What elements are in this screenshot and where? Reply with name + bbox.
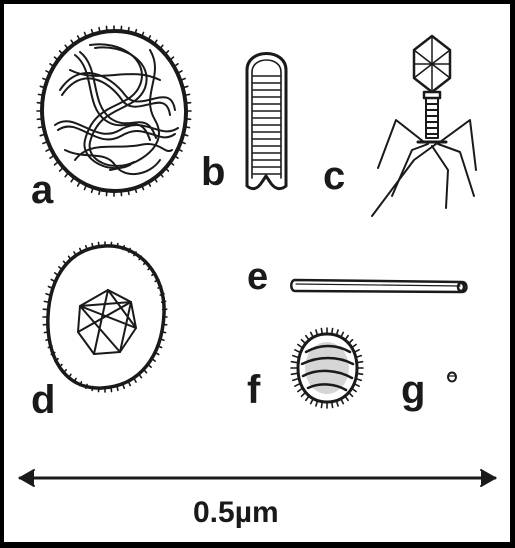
- virus-d-capsid: [78, 290, 136, 354]
- virus-c-bacteriophage: [372, 36, 476, 216]
- label-b: b: [201, 152, 225, 192]
- label-c: c: [323, 156, 345, 196]
- virus-b-outline: [247, 54, 286, 189]
- virus-a-spherical: [37, 26, 191, 196]
- virus-b-bullet: [247, 54, 286, 189]
- virus-f-spiky: [291, 328, 363, 408]
- label-e: e: [247, 258, 268, 296]
- phage-tail: [426, 98, 438, 138]
- scale-bar-right-arrowhead: [481, 470, 495, 486]
- scale-bar: [20, 470, 495, 486]
- label-g: g: [401, 370, 425, 410]
- virus-b-striations: [253, 76, 280, 174]
- virus-g-tiny: [448, 373, 456, 382]
- virus-a-tangled-strands: [55, 44, 178, 174]
- scale-bar-label: 0.5µm: [193, 498, 279, 528]
- label-a: a: [31, 170, 53, 210]
- label-d: d: [31, 380, 55, 420]
- virus-d-enveloped-icosahedral: [43, 242, 167, 392]
- scale-bar-left-arrowhead: [20, 470, 34, 486]
- phage-tail-fibers: [372, 120, 476, 216]
- label-f: f: [247, 370, 260, 410]
- virus-e-rod: [291, 280, 466, 292]
